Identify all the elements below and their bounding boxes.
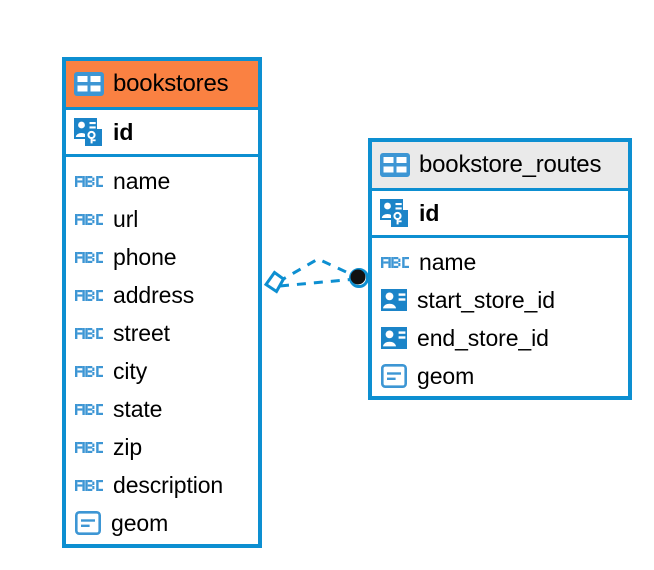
field-label: start_store_id <box>417 286 555 313</box>
field-row-geom[interactable]: geom <box>372 357 628 395</box>
field-label: address <box>113 281 195 308</box>
field-row-name[interactable]: name <box>372 243 628 281</box>
field-row-url[interactable]: url <box>66 200 258 238</box>
relationship-line-lower <box>279 277 357 288</box>
text-type-icon <box>75 173 103 190</box>
text-type-icon <box>75 477 103 494</box>
entity-title: bookstore_routes <box>419 151 602 178</box>
field-label: end_store_id <box>417 324 549 351</box>
field-label: street <box>113 319 170 346</box>
field-label: description <box>113 471 224 498</box>
field-row-phone[interactable]: phone <box>66 238 258 276</box>
field-row-primary-key[interactable]: id <box>66 110 258 157</box>
text-type-icon <box>75 325 103 342</box>
relationship-line-upper <box>277 257 358 284</box>
table-icon <box>380 153 410 177</box>
field-list: name u <box>66 157 258 542</box>
primary-key-label: id <box>113 118 134 145</box>
text-type-icon <box>381 254 409 271</box>
field-row-start-store-id[interactable]: start_store_id <box>372 281 628 319</box>
field-label: name <box>113 167 171 194</box>
entity-title: bookstores <box>113 70 229 97</box>
diamond-marker <box>263 270 286 294</box>
field-row-description[interactable]: description <box>66 466 258 504</box>
geometry-type-icon <box>74 510 101 535</box>
field-label: geom <box>417 362 475 389</box>
field-row-street[interactable]: street <box>66 314 258 352</box>
text-type-icon <box>75 401 103 418</box>
entity-header-bookstore-routes[interactable]: bookstore_routes <box>372 142 628 191</box>
field-row-city[interactable]: city <box>66 352 258 390</box>
field-row-address[interactable]: address <box>66 276 258 314</box>
foreign-key-icon <box>381 288 407 312</box>
field-label: name <box>419 248 477 275</box>
field-label: zip <box>113 433 143 460</box>
field-label: phone <box>113 243 177 270</box>
target-ring <box>349 268 369 288</box>
filled-dot-marker <box>350 269 366 285</box>
table-icon <box>74 72 104 96</box>
field-row-end-store-id[interactable]: end_store_id <box>372 319 628 357</box>
field-label: city <box>113 357 148 384</box>
field-list: name start_store_id <box>372 238 628 395</box>
field-row-primary-key[interactable]: id <box>372 191 628 238</box>
foreign-key-icon <box>381 326 407 350</box>
primary-key-label: id <box>419 199 440 226</box>
field-label: url <box>113 205 139 232</box>
primary-key-icon <box>74 118 104 146</box>
entity-header-bookstores[interactable]: bookstores <box>66 61 258 110</box>
text-type-icon <box>75 211 103 228</box>
field-row-name[interactable]: name <box>66 162 258 200</box>
text-type-icon <box>75 363 103 380</box>
entity-bookstore-routes[interactable]: bookstore_routes id <box>368 138 632 400</box>
primary-key-icon <box>380 199 410 227</box>
geometry-type-icon <box>380 363 407 388</box>
text-type-icon <box>75 249 103 266</box>
field-row-state[interactable]: state <box>66 390 258 428</box>
field-label: geom <box>111 509 169 536</box>
relationship-connector[interactable] <box>258 248 373 308</box>
entity-bookstores[interactable]: bookstores id <box>62 57 262 548</box>
field-row-zip[interactable]: zip <box>66 428 258 466</box>
field-label: state <box>113 395 163 422</box>
text-type-icon <box>75 287 103 304</box>
field-row-geom[interactable]: geom <box>66 504 258 542</box>
text-type-icon <box>75 439 103 456</box>
